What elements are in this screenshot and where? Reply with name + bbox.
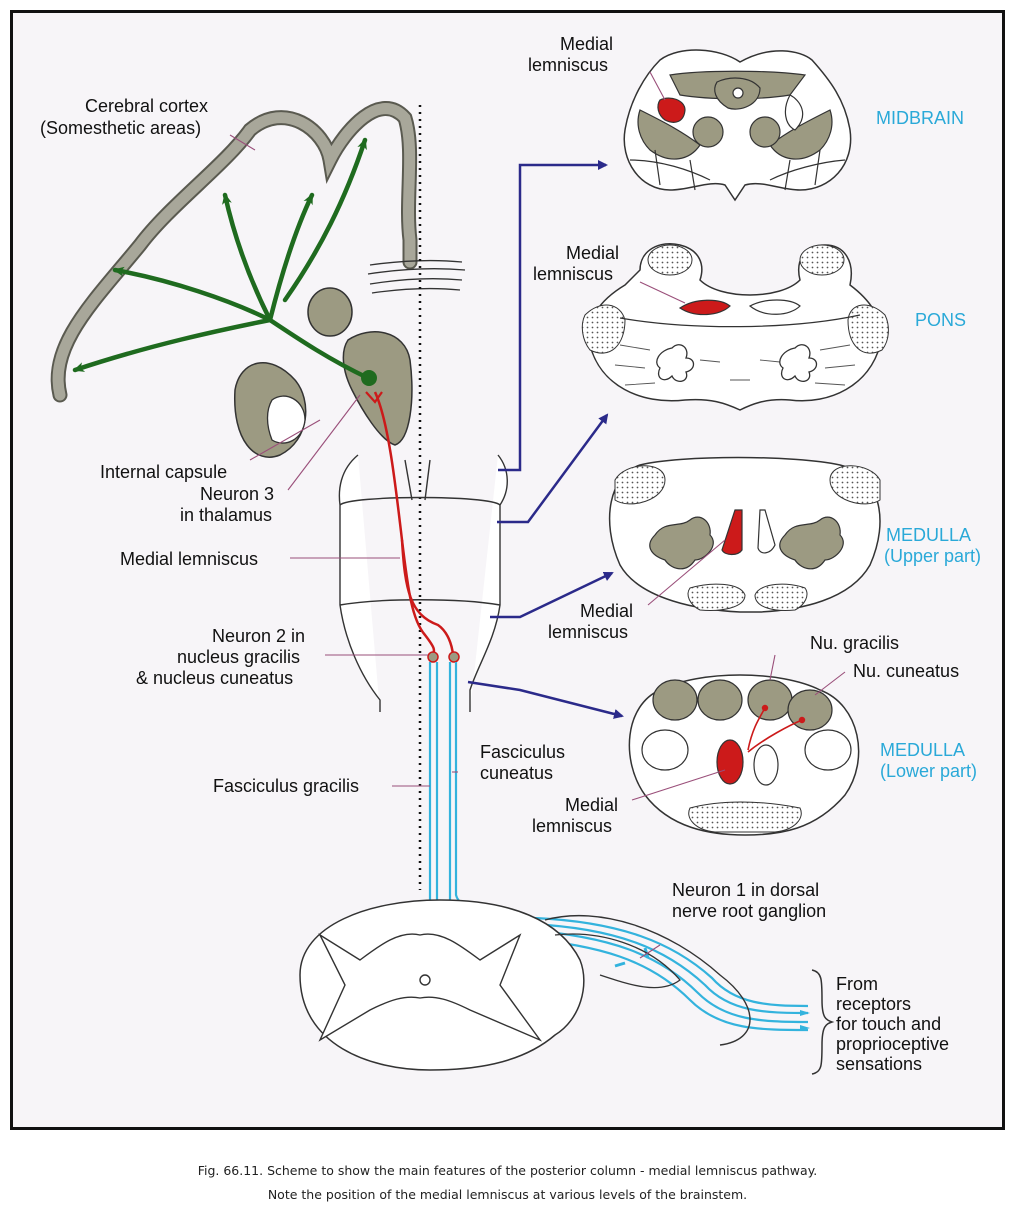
label-ml-pons-2: lemniscus xyxy=(533,264,613,284)
label-ml-medulla-upper-1: Medial xyxy=(580,601,633,621)
medulla-upper-section xyxy=(610,458,880,613)
label-fasciculus: Fasciculus xyxy=(480,742,565,762)
label-internal-capsule: Internal capsule xyxy=(100,462,227,482)
label-nucleus-cuneatus: & nucleus cuneatus xyxy=(136,668,293,688)
label-neuron1: Neuron 1 in dorsal xyxy=(672,880,819,900)
label-ml-medulla-upper-2: lemniscus xyxy=(548,622,628,642)
label-for-touch: for touch and xyxy=(836,1014,941,1034)
medulla-lower-section xyxy=(629,675,858,835)
label-from: From xyxy=(836,974,878,994)
label-cuneatus: cuneatus xyxy=(480,763,553,783)
receptors-brace xyxy=(812,970,832,1074)
level-pons: PONS xyxy=(915,310,966,330)
level-medulla-lower-part: (Lower part) xyxy=(880,761,977,781)
label-nu-gracilis: Nu. gracilis xyxy=(810,633,899,653)
pons-section xyxy=(582,244,888,410)
label-neuron3: Neuron 3 xyxy=(200,484,274,504)
label-ml-midbrain-1: Medial xyxy=(560,34,613,54)
label-in-thalamus: in thalamus xyxy=(180,505,272,525)
label-ml-midbrain-2: lemniscus xyxy=(528,55,608,75)
label-ml-medulla-lower-1: Medial xyxy=(565,795,618,815)
label-ml-pons-1: Medial xyxy=(566,243,619,263)
label-sensations: sensations xyxy=(836,1054,922,1074)
neuron3-cell-body xyxy=(361,370,377,386)
label-somesthetic-areas: (Somesthetic areas) xyxy=(40,118,201,138)
figure-caption-line-1: Fig. 66.11. Scheme to show the main feat… xyxy=(0,1163,1015,1178)
level-midbrain: MIDBRAIN xyxy=(876,108,964,128)
midbrain-section xyxy=(624,50,850,200)
label-medial-lemniscus-left: Medial lemniscus xyxy=(120,549,258,569)
level-medulla-upper-part: (Upper part) xyxy=(884,546,981,566)
spinal-cord-section xyxy=(300,900,750,1070)
brainstem-outline xyxy=(339,455,507,712)
label-fasciculus-gracilis: Fasciculus gracilis xyxy=(213,776,359,796)
label-neuron2: Neuron 2 in xyxy=(212,626,305,646)
neuron2-gracilis xyxy=(428,652,438,662)
label-proprioceptive: proprioceptive xyxy=(836,1034,949,1054)
lentiform-nucleus xyxy=(235,363,306,457)
level-medulla-upper: MEDULLA xyxy=(886,525,971,545)
thalamus xyxy=(343,332,412,445)
label-nucleus-gracilis: nucleus gracilis xyxy=(177,647,300,667)
level-medulla-lower: MEDULLA xyxy=(880,740,965,760)
label-cerebral-cortex: Cerebral cortex xyxy=(85,96,208,116)
receptor-arrowheads xyxy=(800,1010,810,1031)
label-ml-medulla-lower-2: lemniscus xyxy=(532,816,612,836)
label-receptors: receptors xyxy=(836,994,911,1014)
figure-caption-line-2: Note the position of the medial lemniscu… xyxy=(0,1187,1015,1202)
neuron2-cuneatus xyxy=(449,652,459,662)
caudate-nucleus xyxy=(308,288,352,336)
label-nu-cuneatus: Nu. cuneatus xyxy=(853,661,959,681)
label-dorsal-root-ganglion: nerve root ganglion xyxy=(672,901,826,921)
